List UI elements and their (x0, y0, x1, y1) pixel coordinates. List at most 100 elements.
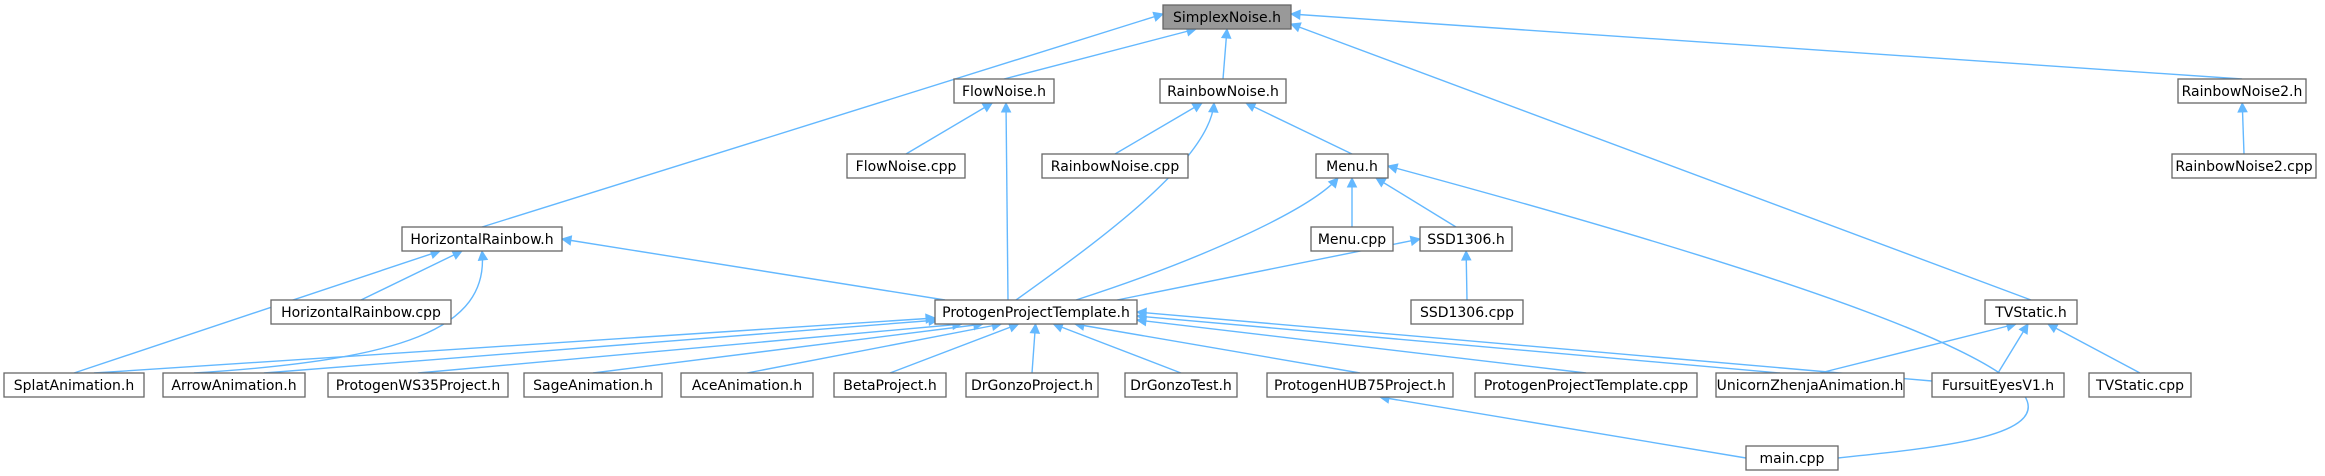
node-label[interactable]: TVStatic.h (1994, 305, 2066, 321)
edge-protogenprojecttemplate_h-to-rainbownoise_h (1015, 102, 1215, 301)
node-label[interactable]: RainbowNoise2.cpp (2175, 159, 2312, 175)
edge-flownoise_cpp-to-flownoise_h (905, 102, 993, 155)
node-label[interactable]: SSD1306.cpp (1420, 305, 1514, 321)
node-drgonzoproject-h[interactable]: DrGonzoProject.h (965, 372, 1099, 398)
node-box[interactable] (680, 372, 814, 398)
node-horizontalrainbow-h[interactable]: HorizontalRainbow.h (401, 226, 563, 252)
node-protogenprojecttemplate-cpp[interactable]: ProtogenProjectTemplate.cpp (1474, 372, 1698, 398)
node-box[interactable] (401, 226, 563, 252)
node-box[interactable] (1419, 226, 1513, 252)
node-label[interactable]: ProtogenProjectTemplate.cpp (1484, 378, 1688, 394)
node-drgonzotest-h[interactable]: DrGonzoTest.h (1124, 372, 1238, 398)
node-box[interactable] (1931, 372, 2065, 398)
node-betaproject-h[interactable]: BetaProject.h (833, 372, 947, 398)
node-horizontalrainbow-cpp[interactable]: HorizontalRainbow.cpp (270, 299, 452, 325)
node-box[interactable] (953, 78, 1055, 104)
node-splatanimation-h[interactable]: SplatAnimation.h (3, 372, 145, 398)
node-label[interactable]: FlowNoise.h (962, 84, 1046, 100)
node-menu-h[interactable]: Menu.h (1315, 153, 1389, 179)
node-ssd1306-cpp[interactable]: SSD1306.cpp (1410, 299, 1524, 325)
node-arrowanimation-h[interactable]: ArrowAnimation.h (162, 372, 306, 398)
node-box[interactable] (1266, 372, 1454, 398)
node-label[interactable]: BetaProject.h (843, 378, 937, 394)
node-flownoise-cpp[interactable]: FlowNoise.cpp (846, 153, 966, 179)
node-box[interactable] (3, 372, 145, 398)
node-label[interactable]: Menu.cpp (1318, 232, 1386, 248)
edge-splatanimation_h-to-protogenprojecttemplate_h (93, 317, 936, 374)
arrowhead-rainbownoise_cpp-to-rainbownoise_h (1191, 102, 1203, 113)
node-rainbownoise-h[interactable]: RainbowNoise.h (1159, 78, 1287, 104)
node-label[interactable]: ProtogenHUB75Project.h (1274, 378, 1446, 394)
node-sageanimation-h[interactable]: SageAnimation.h (523, 372, 663, 398)
node-label[interactable]: Menu.h (1326, 159, 1378, 175)
node-unicornzhenjaanimation-h[interactable]: UnicornZhenjaAnimation.h (1715, 372, 1905, 398)
node-box[interactable] (833, 372, 947, 398)
node-label[interactable]: SSD1306.h (1427, 232, 1505, 248)
node-label[interactable]: RainbowNoise2.h (2182, 84, 2303, 100)
node-box[interactable] (2088, 372, 2192, 398)
edge-protogenprojecttemplate_h-to-horizontalrainbow_h (561, 238, 946, 301)
node-label[interactable]: SimplexNoise.h (1173, 10, 1281, 26)
node-aceanimation-h[interactable]: AceAnimation.h (680, 372, 814, 398)
node-label[interactable]: TVStatic.cpp (2095, 378, 2184, 394)
arrowhead-main_cpp-to-menu_h (1386, 163, 1399, 174)
node-box[interactable] (1159, 78, 1287, 104)
node-box[interactable] (1162, 4, 1292, 30)
node-box[interactable] (846, 153, 966, 179)
node-main-cpp[interactable]: main.cpp (1745, 445, 1839, 471)
node-protogenws35project-h[interactable]: ProtogenWS35Project.h (327, 372, 509, 398)
node-box[interactable] (162, 372, 306, 398)
node-rainbownoise2-cpp[interactable]: RainbowNoise2.cpp (2171, 153, 2317, 179)
node-tvstatic-cpp[interactable]: TVStatic.cpp (2088, 372, 2192, 398)
node-label[interactable]: ProtogenWS35Project.h (336, 378, 500, 394)
node-label[interactable]: HorizontalRainbow.h (410, 232, 553, 248)
node-label[interactable]: SplatAnimation.h (14, 378, 134, 394)
node-fursuiteyesv1-h[interactable]: FursuitEyesV1.h (1931, 372, 2065, 398)
node-box[interactable] (1410, 299, 1524, 325)
node-protogenprojecttemplate-h[interactable]: ProtogenProjectTemplate.h (934, 299, 1138, 325)
node-label[interactable]: FursuitEyesV1.h (1942, 378, 2054, 394)
node-box[interactable] (1984, 299, 2078, 325)
edge-menu_h-to-rainbownoise_h (1245, 102, 1353, 155)
node-box[interactable] (1315, 153, 1389, 179)
node-box[interactable] (934, 299, 1138, 325)
edge-sageanimation_h-to-protogenprojecttemplate_h (592, 323, 983, 374)
node-box[interactable] (965, 372, 1099, 398)
edge-tvstatic_cpp-to-tvstatic_h (2047, 323, 2141, 374)
node-label[interactable]: main.cpp (1760, 451, 1825, 467)
node-label[interactable]: AceAnimation.h (692, 378, 802, 394)
node-label[interactable]: UnicornZhenjaAnimation.h (1717, 378, 1904, 394)
node-box[interactable] (1041, 153, 1189, 179)
node-protogenhub75project-h[interactable]: ProtogenHUB75Project.h (1266, 372, 1454, 398)
arrowhead-protogenprojecttemplate_h-to-ssd1306_h (1409, 235, 1422, 247)
node-label[interactable]: SageAnimation.h (533, 378, 653, 394)
node-box[interactable] (270, 299, 452, 325)
node-rainbownoise-cpp[interactable]: RainbowNoise.cpp (1041, 153, 1189, 179)
node-label[interactable]: RainbowNoise.h (1167, 84, 1279, 100)
node-box[interactable] (1745, 445, 1839, 471)
edge-aceanimation_h-to-protogenprojecttemplate_h (746, 323, 1002, 374)
node-label[interactable]: HorizontalRainbow.cpp (281, 305, 441, 321)
node-box[interactable] (327, 372, 509, 398)
node-simplexnoise-h[interactable]: SimplexNoise.h (1162, 4, 1292, 30)
node-box[interactable] (1124, 372, 1238, 398)
node-box[interactable] (1715, 372, 1905, 398)
node-box[interactable] (2171, 153, 2317, 179)
node-label[interactable]: FlowNoise.cpp (856, 159, 957, 175)
node-flownoise-h[interactable]: FlowNoise.h (953, 78, 1055, 104)
node-label[interactable]: DrGonzoTest.h (1130, 378, 1232, 394)
node-box[interactable] (1310, 226, 1394, 252)
edge-fursuiteyesv1_h-to-protogenprojecttemplate_h (1136, 311, 1933, 382)
node-ssd1306-h[interactable]: SSD1306.h (1419, 226, 1513, 252)
node-rainbownoise2-h[interactable]: RainbowNoise2.h (2177, 78, 2307, 104)
node-tvstatic-h[interactable]: TVStatic.h (1984, 299, 2078, 325)
node-box[interactable] (523, 372, 663, 398)
node-label[interactable]: DrGonzoProject.h (971, 378, 1093, 394)
node-menu-cpp[interactable]: Menu.cpp (1310, 226, 1394, 252)
node-box[interactable] (1474, 372, 1698, 398)
node-label[interactable]: ProtogenProjectTemplate.h (942, 305, 1130, 321)
node-box[interactable] (2177, 78, 2307, 104)
arrowhead-protogenprojecttemplate_h-to-horizontalrainbow_h (560, 235, 573, 246)
node-label[interactable]: RainbowNoise.cpp (1051, 159, 1180, 175)
node-label[interactable]: ArrowAnimation.h (171, 378, 296, 394)
